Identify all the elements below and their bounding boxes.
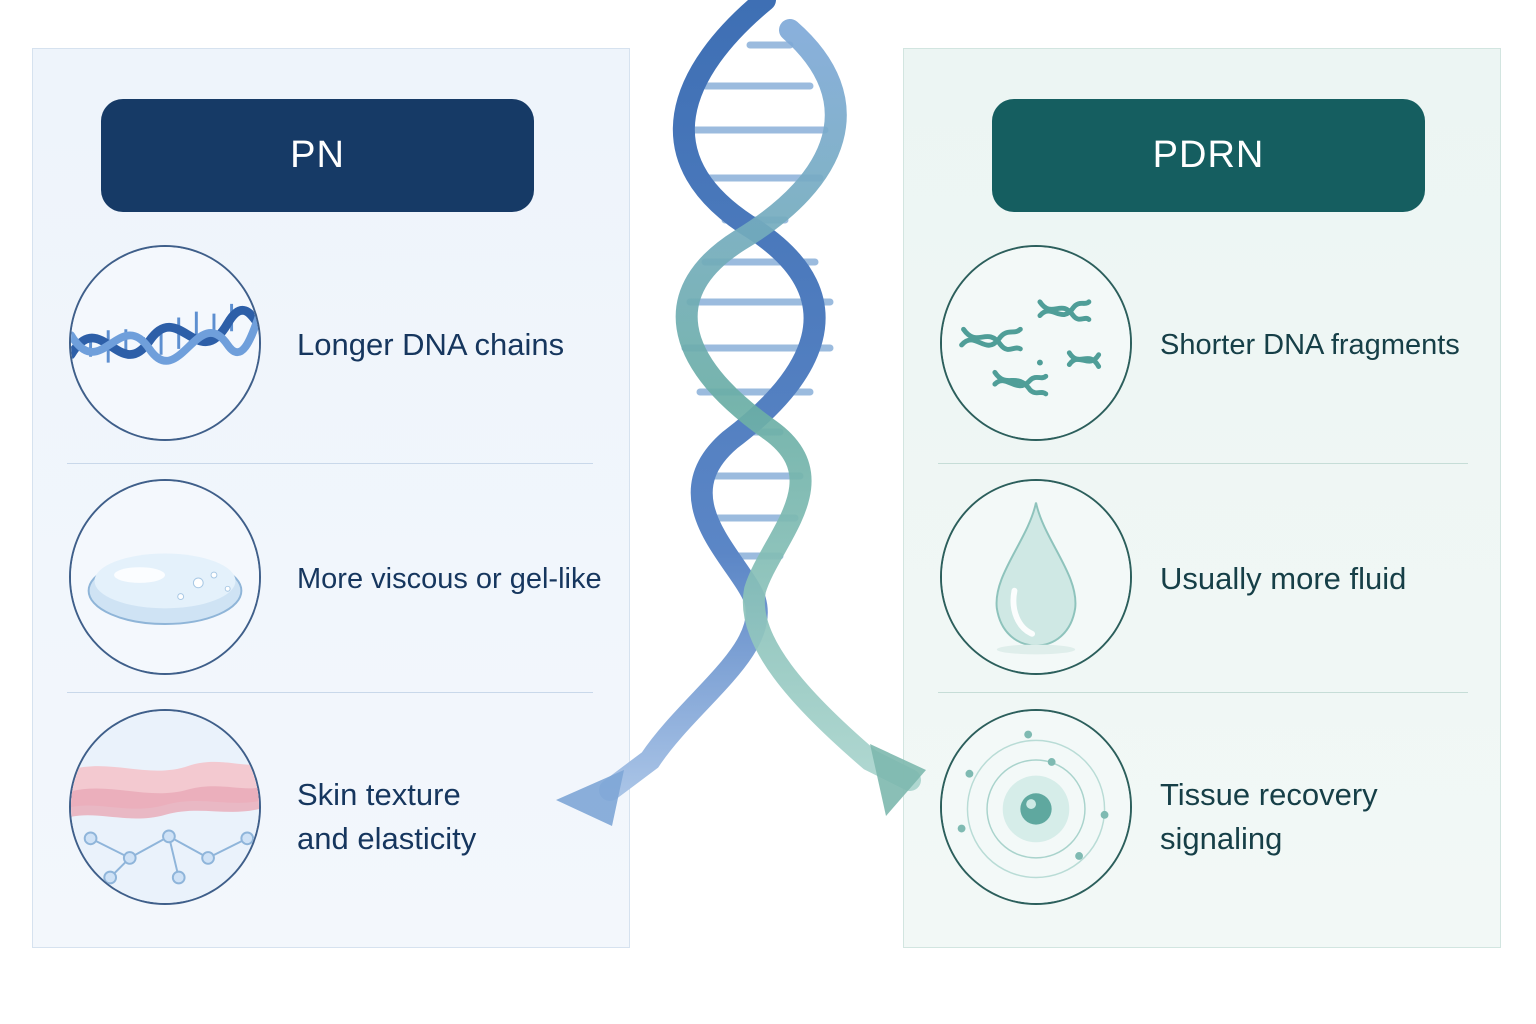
- pdrn-tissue-text: Tissue recovery signaling: [1160, 777, 1378, 856]
- pdrn-row-fragments: Shorter DNA fragments: [904, 245, 1500, 465]
- pdrn-fragments-text: Shorter DNA fragments: [1160, 329, 1460, 361]
- pdrn-row-tissue: Tissue recovery signaling: [904, 709, 1500, 929]
- right-arrow-icon: [870, 744, 926, 816]
- pdrn-panel: PDRN Shorter DNA fragments: [903, 48, 1501, 948]
- fluid-drop-icon: [940, 479, 1132, 675]
- skin-layers-icon: [69, 709, 261, 905]
- central-dna-helix-icon: [556, 0, 926, 826]
- pdrn-row-fluid: Usually more fluid: [904, 479, 1500, 699]
- gel-droplet-icon: [69, 479, 261, 675]
- pn-row-skin: Skin texture and elasticity: [33, 709, 629, 929]
- pn-divider-2: [67, 692, 593, 693]
- pn-panel: PN Longer DNA chains: [32, 48, 630, 948]
- pn-header: PN: [101, 99, 534, 212]
- pdrn-divider-2: [938, 692, 1468, 693]
- long-dna-helix-icon: [69, 245, 261, 441]
- pn-chains-text: Longer DNA chains: [297, 327, 565, 362]
- pdrn-header: PDRN: [992, 99, 1425, 212]
- dna-fragments-icon: [940, 245, 1132, 441]
- pdrn-fluid-text: Usually more fluid: [1160, 561, 1407, 596]
- pn-row-viscous: More viscous or gel-like: [33, 479, 629, 699]
- cell-signal-icon: [940, 709, 1132, 905]
- left-arrow-icon: [556, 770, 624, 826]
- pn-viscous-text: More viscous or gel-like: [297, 563, 602, 595]
- pn-divider-1: [67, 463, 593, 464]
- pn-row-chains: Longer DNA chains: [33, 245, 629, 465]
- pdrn-divider-1: [938, 463, 1468, 464]
- pn-skin-text: Skin texture and elasticity: [297, 777, 477, 856]
